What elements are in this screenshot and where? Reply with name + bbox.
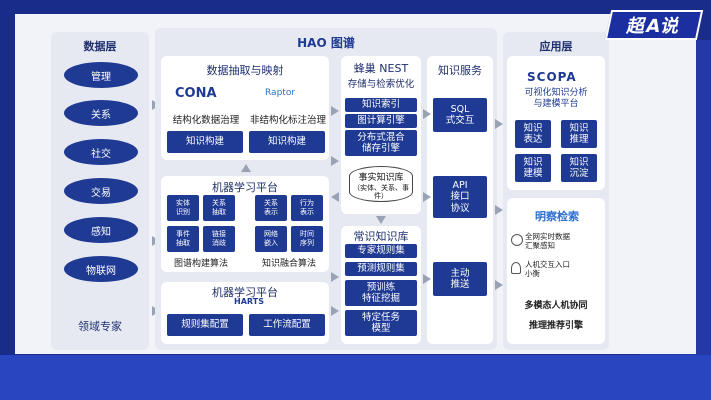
fusion-caption: 知识融合算法 <box>261 259 316 269</box>
feature-realtime: 全网实时数据 汇聚感知 <box>525 232 570 250</box>
ml-platform2-title: 机器学习平台 <box>212 286 278 299</box>
algorithm-box: 网络 嵌入 <box>255 226 287 252</box>
service-item: API 接口 协议 <box>433 176 487 218</box>
ml-platform-panel <box>161 176 329 272</box>
algorithm-box: 时间 序列 <box>291 226 323 252</box>
app-footer-engine: 推理推荐引擎 <box>528 321 583 331</box>
arrow-right-icon <box>423 192 431 202</box>
arrow-right-icon <box>495 205 503 215</box>
knowledge-grid-item: 知识 推理 <box>561 120 597 148</box>
services-title: 知识服务 <box>438 64 482 77</box>
knowledge-grid-item: 知识 沉淀 <box>561 154 597 182</box>
extraction-title: 数据抽取与映射 <box>206 64 284 77</box>
arrow-right-icon <box>331 306 339 316</box>
mingcha-logo: 明察检索 <box>535 210 579 223</box>
data-layer-footer: 领域专家 <box>78 320 122 333</box>
cona-logo: CONA <box>175 86 217 101</box>
hao-graph-title: HAO 图谱 <box>297 36 355 50</box>
nest-item: 分布式混合 储存引擎 <box>345 130 417 156</box>
fact-kb-subtitle: （实体、关系、事件） <box>353 183 409 201</box>
arrow-right-icon <box>331 272 339 282</box>
common-kb-item: 特定任务 模型 <box>345 310 417 336</box>
nest-item: 知识索引 <box>345 98 417 112</box>
mingcha-panel <box>507 198 605 344</box>
arrow-right-icon <box>495 119 503 129</box>
knowledge-grid-item: 知识 建模 <box>515 154 551 182</box>
algorithm-box: 事件 抽取 <box>167 226 199 252</box>
rule-config-button: 规则集配置 <box>167 314 243 336</box>
data-source-item: 关系 <box>64 100 138 126</box>
nest-title: 蜂巢 NEST <box>353 62 409 75</box>
service-item: 主动 推送 <box>433 262 487 296</box>
arrow-right-icon <box>331 156 339 166</box>
knowledge-build-button: 知识构建 <box>167 131 243 153</box>
fact-kb-cylinder: 事实知识库 （实体、关系、事件） <box>349 166 413 202</box>
arrow-left-icon <box>331 192 339 202</box>
common-kb-item: 预测规则集 <box>345 262 417 276</box>
app-layer-header: 应用层 <box>539 40 573 53</box>
unstructured-caption: 非结构化标注治理 <box>249 115 326 126</box>
data-source-item: 交易 <box>64 178 138 204</box>
scopa-logo: SCOPA <box>527 70 577 84</box>
globe-icon <box>511 234 523 246</box>
brand-logo: 超A说 <box>604 10 704 40</box>
nest-subtitle: 存储与检索优化 <box>347 79 415 90</box>
data-layer-header: 数据层 <box>83 40 117 53</box>
raptor-logo: Raptor <box>265 88 296 98</box>
harts-logo: HARTS <box>234 297 264 306</box>
common-kb-item: 预训练 特征挖掘 <box>345 280 417 306</box>
nest-item: 图计算引擎 <box>345 114 417 128</box>
arrow-right-icon <box>423 274 431 284</box>
data-source-item: 物联网 <box>64 256 138 282</box>
algorithm-box: 关系 表示 <box>255 195 287 221</box>
background-stripe-left <box>0 355 711 400</box>
graph-build-caption: 图谱构建算法 <box>173 259 228 269</box>
arrow-up-icon <box>241 164 251 172</box>
workflow-config-button: 工作流配置 <box>249 314 325 336</box>
person-icon <box>511 262 521 274</box>
knowledge-build-button: 知识构建 <box>249 131 325 153</box>
structured-caption: 结构化数据治理 <box>172 115 240 126</box>
data-source-item: 社交 <box>64 139 138 165</box>
algorithm-box: 关系 抽取 <box>203 195 235 221</box>
algorithm-box: 行为 表示 <box>291 195 323 221</box>
data-source-item: 管理 <box>64 62 138 88</box>
common-kb-item: 专家规则集 <box>345 244 417 258</box>
arrow-right-icon <box>423 109 431 119</box>
fact-kb-title: 事实知识库 <box>358 173 404 183</box>
slide-canvas: 数据层 管理 关系 社交 交易 感知 物联网 领域专家 HAO 图谱 数据抽取与… <box>15 14 696 354</box>
scopa-caption: 可视化知识分析 与建模平台 <box>524 88 588 110</box>
feature-interaction: 人机交互入口 小衡 <box>525 260 570 278</box>
app-footer-multimodal: 多模态人机协同 <box>524 301 588 311</box>
arrow-right-icon <box>331 106 339 116</box>
arrow-right-icon <box>495 280 503 290</box>
arrow-down-icon <box>376 216 386 224</box>
algorithm-box: 实体 识别 <box>167 195 199 221</box>
ml-platform-title: 机器学习平台 <box>212 181 278 194</box>
service-item: SQL 式交互 <box>433 98 487 132</box>
algorithm-box: 链接 消歧 <box>203 226 235 252</box>
data-source-item: 感知 <box>64 217 138 243</box>
knowledge-grid-item: 知识 表达 <box>515 120 551 148</box>
common-kb-title: 常识知识库 <box>353 230 409 243</box>
